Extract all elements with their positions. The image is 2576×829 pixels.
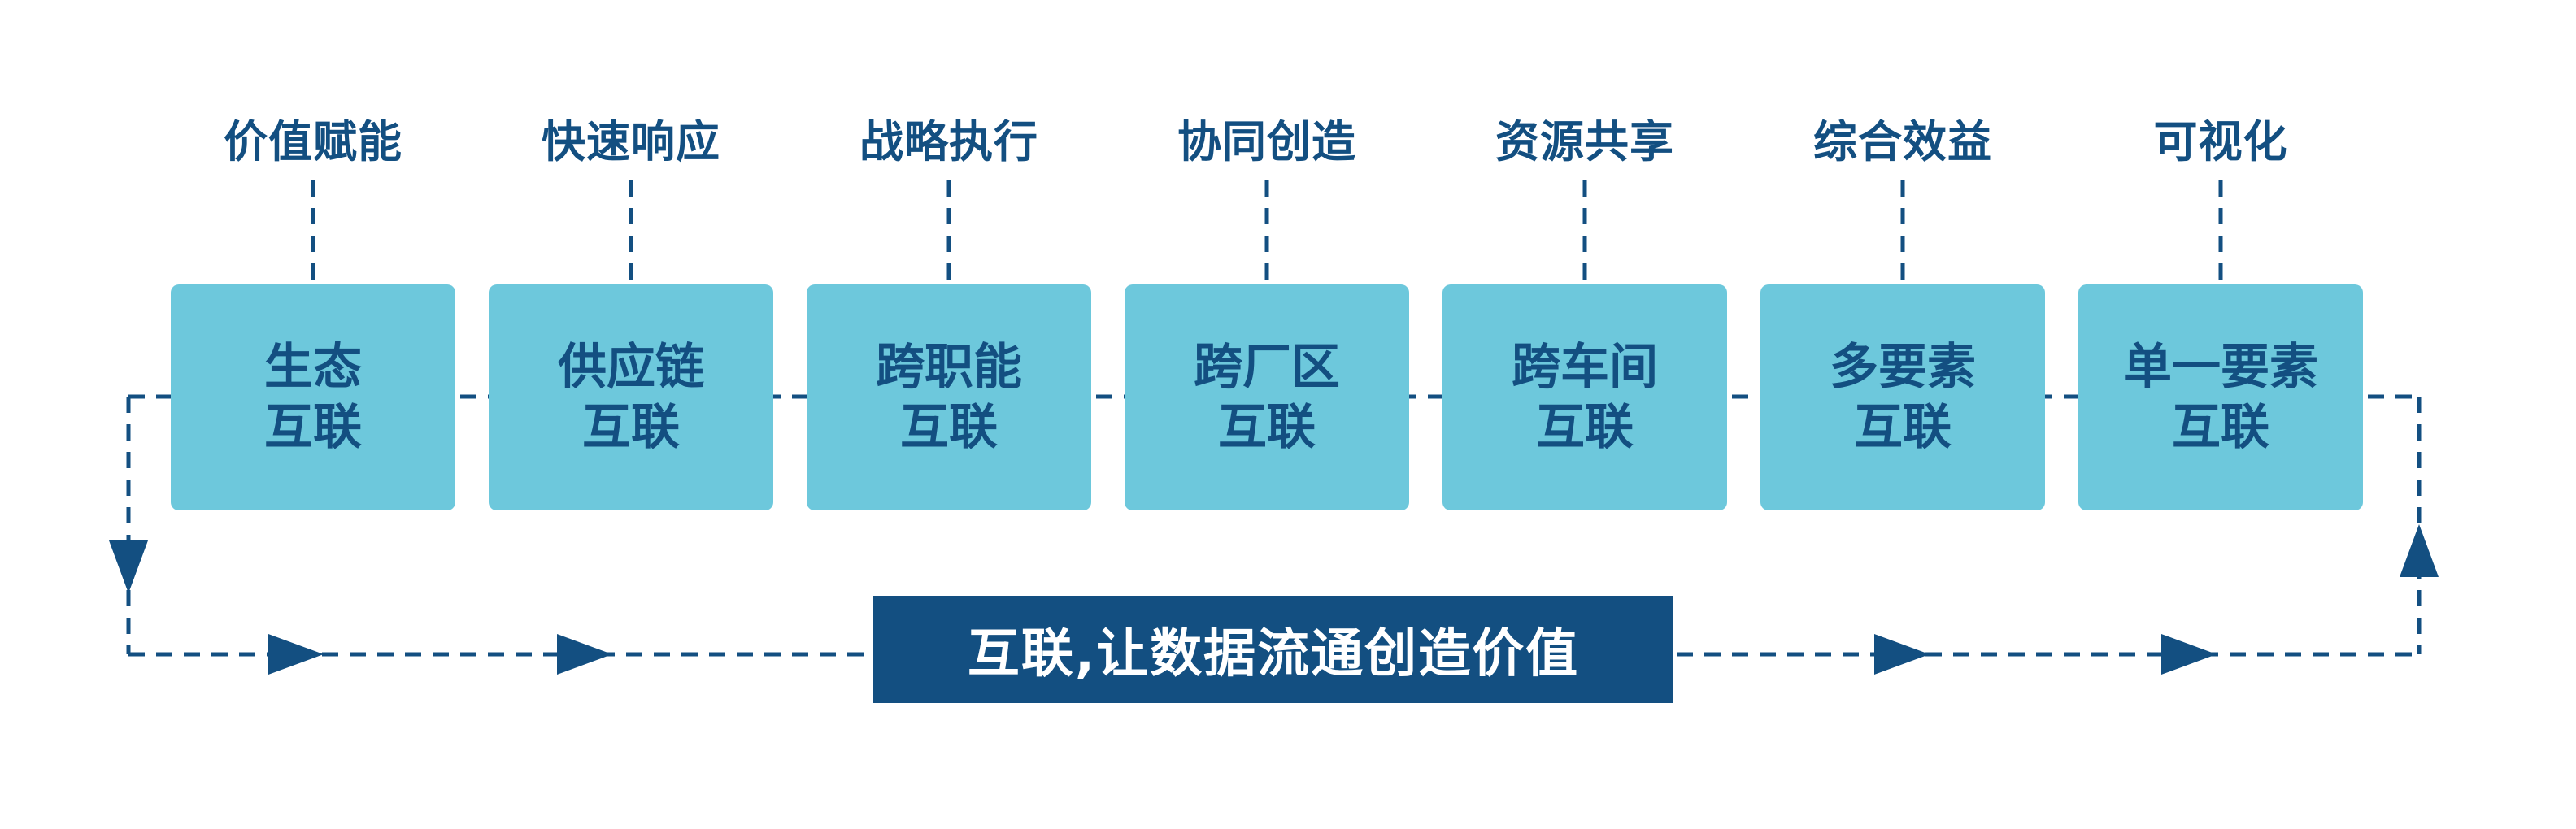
right-arrow-icon-1 (268, 634, 324, 675)
stage-box-line2: 互联 (900, 399, 998, 456)
stage-box-line1: 跨厂区 (1194, 339, 1340, 396)
benefit-label-4: 协同创造 (1177, 116, 1356, 167)
stage-box-line1: 跨车间 (1512, 339, 1658, 396)
stage-box-multi-element: 多要素 互联 (1760, 284, 2045, 510)
stage-box-line2: 互联 (1218, 399, 1316, 456)
stage-box-line2: 互联 (1854, 399, 1952, 456)
stage-box-ecosystem: 生态 互联 (171, 284, 455, 510)
stage-box-line1: 供应链 (558, 339, 704, 396)
stage-box-line1: 跨职能 (876, 339, 1022, 396)
right-arrow-icon-2 (557, 634, 612, 675)
stage-box-line1: 多要素 (1830, 339, 1976, 396)
benefit-label-1: 价值赋能 (224, 116, 402, 167)
stage-box-cross-function: 跨职能 互联 (807, 284, 1091, 510)
benefit-label-2: 快速响应 (542, 116, 720, 167)
stage-box-cross-workshop: 跨车间 互联 (1442, 284, 1727, 510)
benefit-label-3: 战略执行 (859, 116, 1038, 167)
stage-box-line1: 生态 (264, 339, 362, 396)
benefit-label-6: 综合效益 (1813, 116, 1992, 167)
stage-box-line1: 单一要素 (2123, 339, 2318, 396)
right-arrow-icon-3 (1874, 634, 1930, 675)
stage-box-line2: 互联 (1536, 399, 1634, 456)
benefit-label-5: 资源共享 (1495, 116, 1674, 167)
down-arrow-icon (109, 540, 148, 593)
stage-box-line2: 互联 (264, 399, 362, 456)
slogan-banner: 互联,让数据流通创造价值 (873, 596, 1673, 703)
stage-box-single-element: 单一要素 互联 (2078, 284, 2363, 510)
stage-box-line2: 互联 (582, 399, 680, 456)
stage-box-supply-chain: 供应链 互联 (489, 284, 773, 510)
up-arrow-icon (2400, 524, 2439, 577)
stage-box-cross-plant: 跨厂区 互联 (1125, 284, 1409, 510)
right-arrow-icon-4 (2161, 634, 2217, 675)
stage-box-line2: 互联 (2172, 399, 2269, 456)
benefit-label-7: 可视化 (2153, 116, 2288, 167)
